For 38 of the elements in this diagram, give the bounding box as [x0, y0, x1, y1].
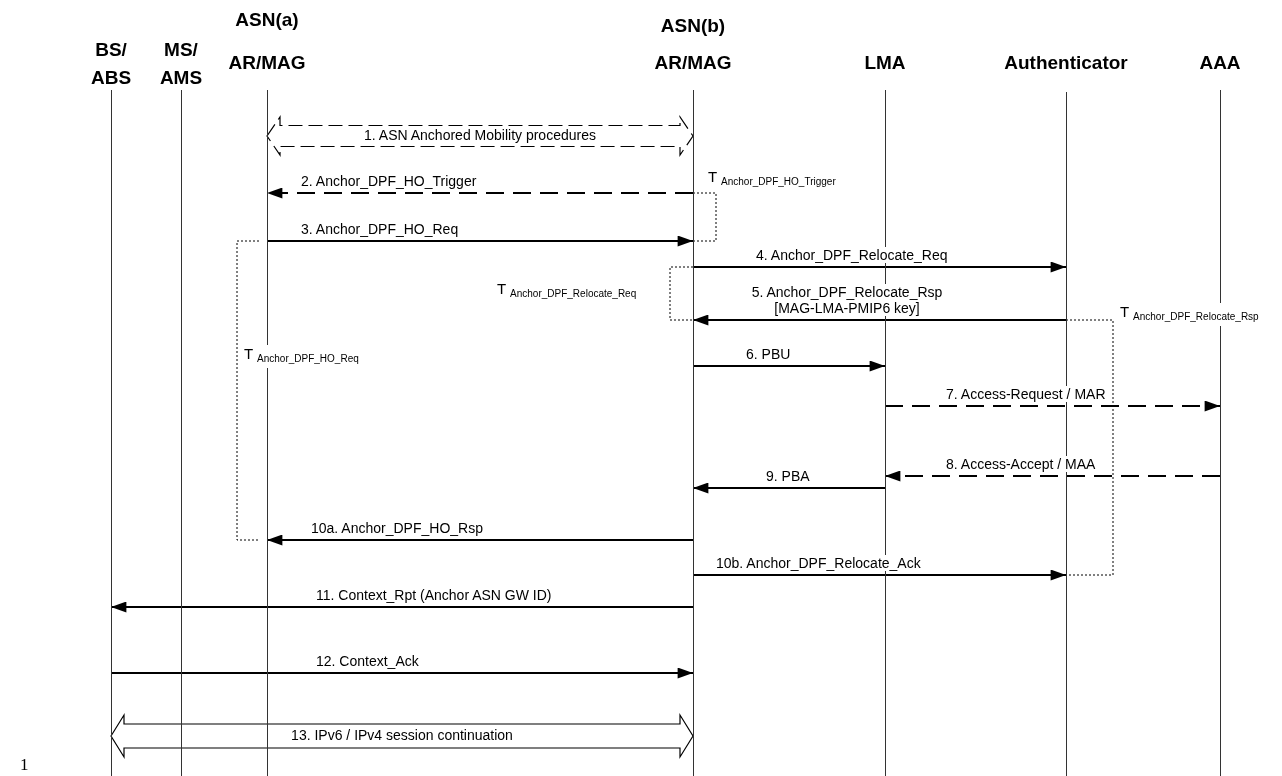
- message-label: 1. ASN Anchored Mobility procedures: [363, 127, 597, 143]
- message-arrow: [885, 400, 1220, 412]
- message-arrow: [267, 187, 693, 199]
- message-label: 10b. Anchor_DPF_Relocate_Ack: [715, 555, 922, 571]
- message-arrow: [267, 534, 693, 546]
- timer-label: T $_{Anchor_DPF_HO_Req}$: [244, 345, 359, 368]
- participant-name: MS/ AMS: [158, 38, 204, 90]
- message-label: 8. Access-Accept / MAA: [945, 456, 1097, 472]
- participant-name: ASN(b): [659, 14, 727, 38]
- message-arrow: [693, 569, 1066, 581]
- message-label: 12. Context_Ack: [315, 653, 420, 669]
- message-arrow: [111, 601, 693, 613]
- message-label: 11. Context_Rpt (Anchor ASN GW ID): [315, 587, 553, 603]
- participant-name: LMA: [863, 51, 907, 75]
- double-block-arrow: [110, 712, 694, 760]
- message-arrow: [693, 482, 885, 494]
- message-arrow: [267, 235, 693, 247]
- message-label: 10a. Anchor_DPF_HO_Rsp: [310, 520, 484, 536]
- message-arrow: [885, 470, 1220, 482]
- message-arrow: [111, 667, 693, 679]
- message-arrow: [693, 314, 1066, 326]
- participant-name: AR/MAG: [227, 51, 307, 75]
- message-arrow: [693, 360, 885, 372]
- message-label: 3. Anchor_DPF_HO_Req: [300, 221, 460, 237]
- participant-name: ASN(a): [234, 8, 300, 32]
- message-label: 13. IPv6 / IPv4 session continuation: [290, 727, 514, 743]
- message-arrow: [693, 261, 1066, 273]
- participant-name: AR/MAG: [653, 51, 733, 75]
- double-block-arrow: [266, 115, 694, 157]
- message-label: 6. PBU: [745, 346, 792, 362]
- message-label: 7. Access-Request / MAR: [945, 386, 1107, 402]
- message-label: 4. Anchor_DPF_Relocate_Req: [755, 247, 949, 263]
- timer-label: T $_{Anchor_DPF_Relocate_Rsp}$: [1120, 303, 1259, 326]
- participant-name: Authenticator: [1003, 51, 1129, 75]
- message-label: 9. PBA: [765, 468, 811, 484]
- participant-name: BS/ ABS: [89, 38, 133, 90]
- message-label: 2. Anchor_DPF_HO_Trigger: [300, 173, 478, 189]
- participant-name: AAA: [1198, 51, 1242, 75]
